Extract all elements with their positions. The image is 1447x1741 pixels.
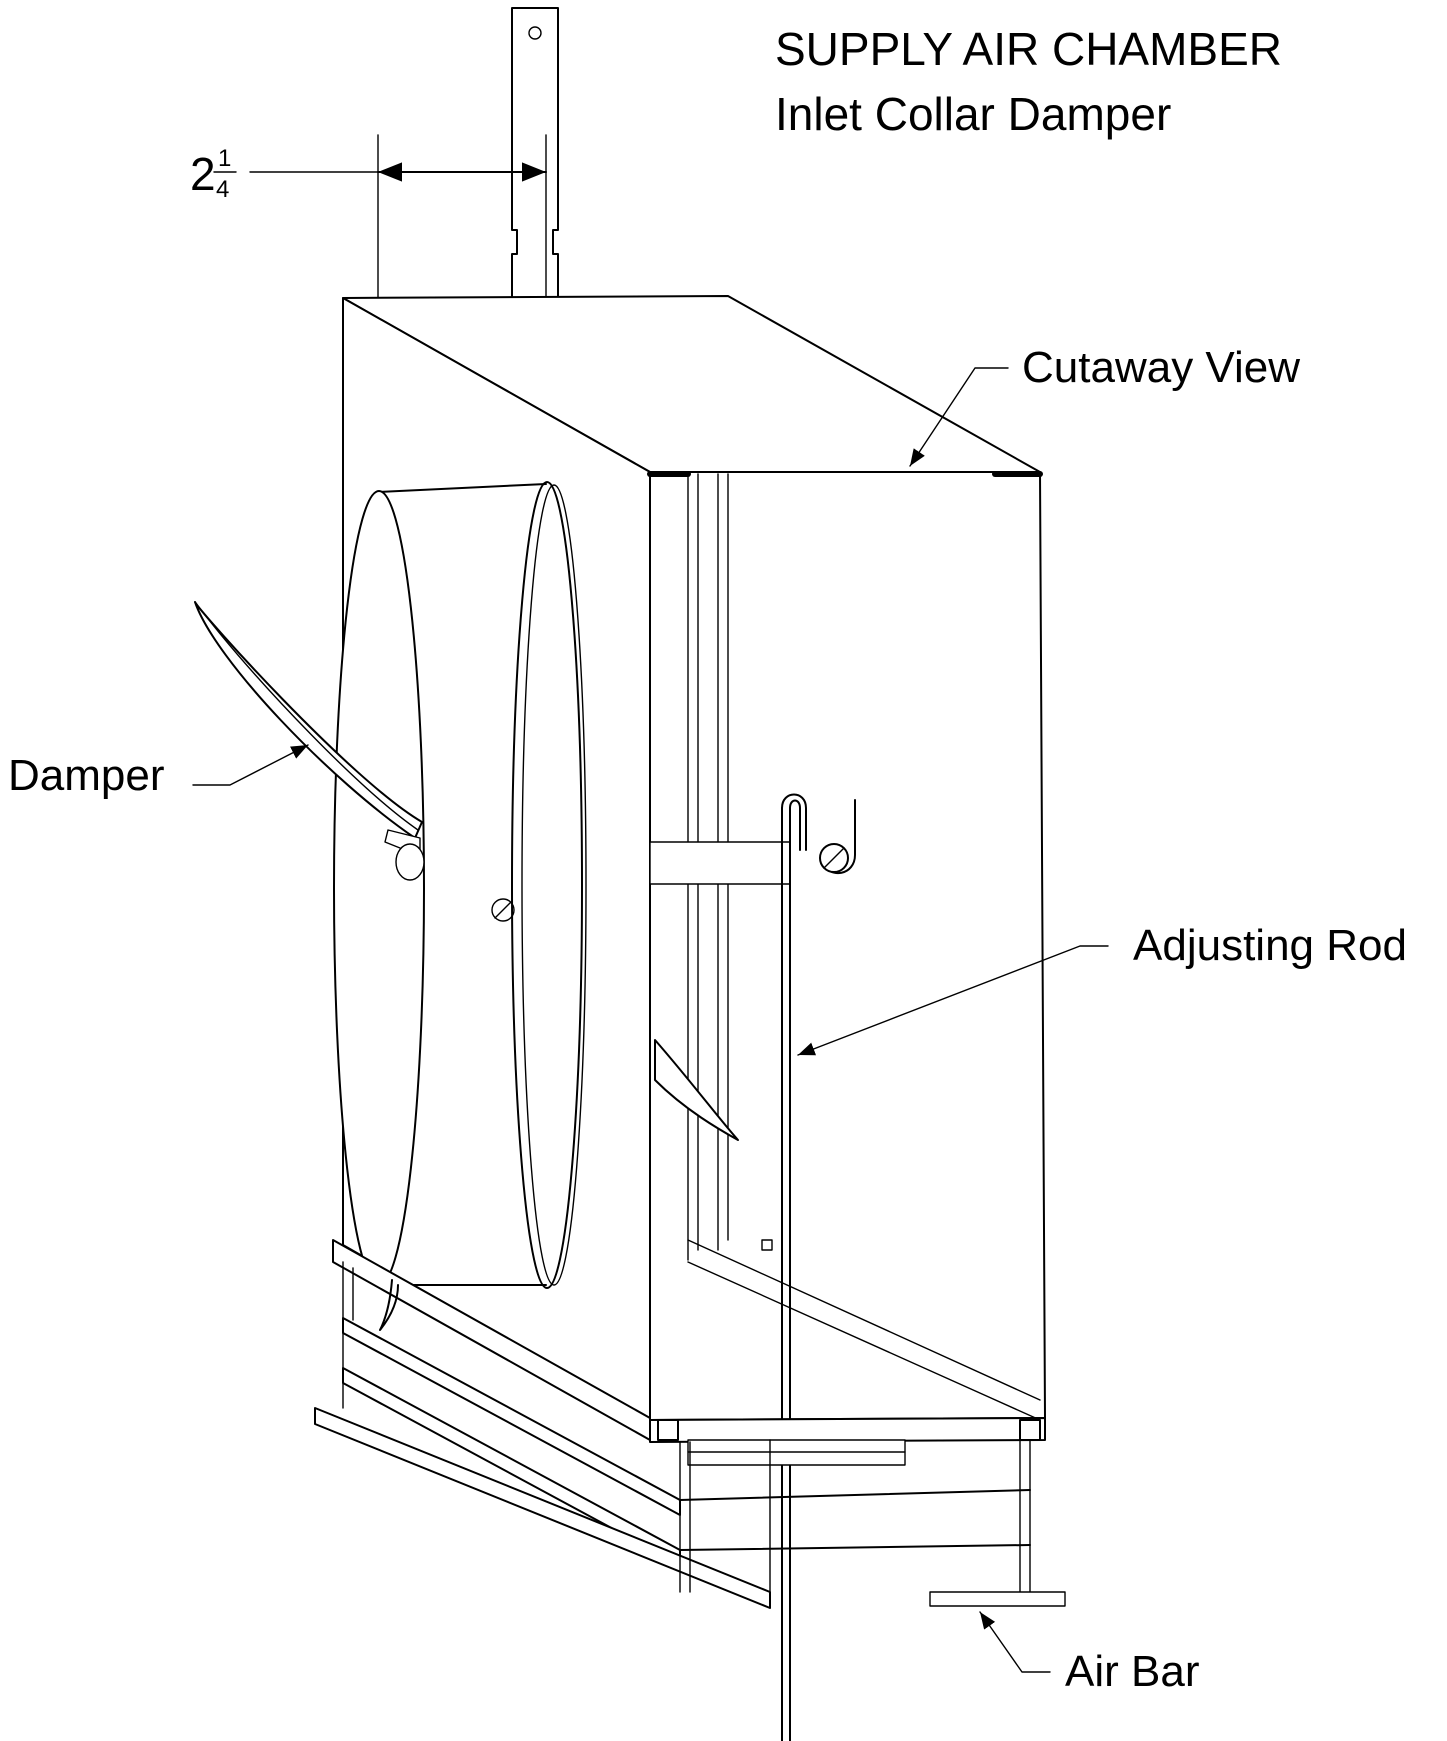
adjusting-rod bbox=[781, 793, 856, 1741]
damper-blade bbox=[194, 601, 739, 1141]
dimension-denominator: 4 bbox=[216, 176, 229, 203]
label-damper: Damper bbox=[8, 751, 165, 800]
title-line-2: Inlet Collar Damper bbox=[775, 88, 1171, 140]
air-bar-rails bbox=[314, 1239, 1066, 1609]
label-cutaway-view: Cutaway View bbox=[1022, 343, 1300, 392]
inlet-collar bbox=[333, 480, 587, 1289]
label-adjusting-rod: Adjusting Rod bbox=[1133, 921, 1407, 970]
mounting-tab bbox=[511, 7, 559, 299]
dimension-numerator: 1 bbox=[218, 145, 231, 172]
title-line-1: SUPPLY AIR CHAMBER bbox=[775, 23, 1282, 75]
label-air-bar: Air Bar bbox=[1065, 1647, 1199, 1696]
callout-leaders bbox=[192, 367, 1109, 1673]
dimension-whole: 2 bbox=[190, 148, 216, 200]
